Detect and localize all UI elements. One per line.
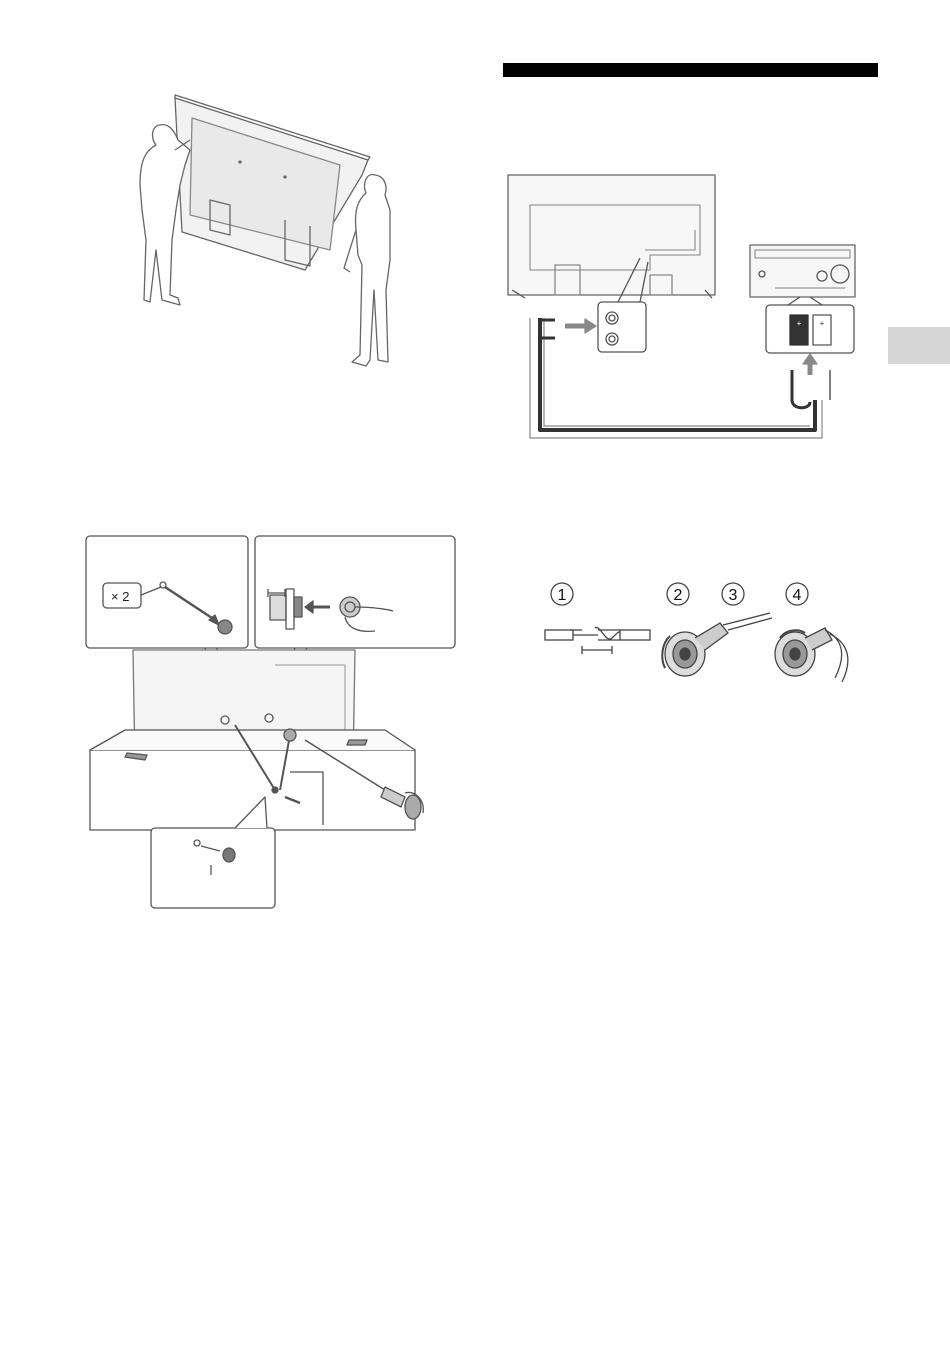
step-3-badge: 3	[722, 583, 744, 605]
step-1-badge: 1	[551, 583, 573, 605]
section-header-bar	[503, 63, 878, 77]
svg-text:3: 3	[729, 587, 738, 604]
step-2-badge: 2	[667, 583, 689, 605]
speaker-connection-diagram: + +	[500, 170, 890, 445]
wire-steps-diagram: 1 2 3 4	[540, 578, 860, 688]
chapter-side-tab	[888, 327, 950, 364]
svg-text:2: 2	[674, 587, 683, 604]
carry-tv-illustration	[130, 90, 390, 375]
svg-text:+: +	[820, 319, 825, 328]
tv-anchor-diagram: × 2	[85, 535, 445, 915]
screw-count-label: × 2	[111, 589, 129, 604]
svg-text:1: 1	[558, 587, 567, 604]
svg-text:+: +	[797, 319, 802, 328]
step-4-badge: 4	[786, 583, 808, 605]
svg-text:4: 4	[793, 587, 802, 604]
